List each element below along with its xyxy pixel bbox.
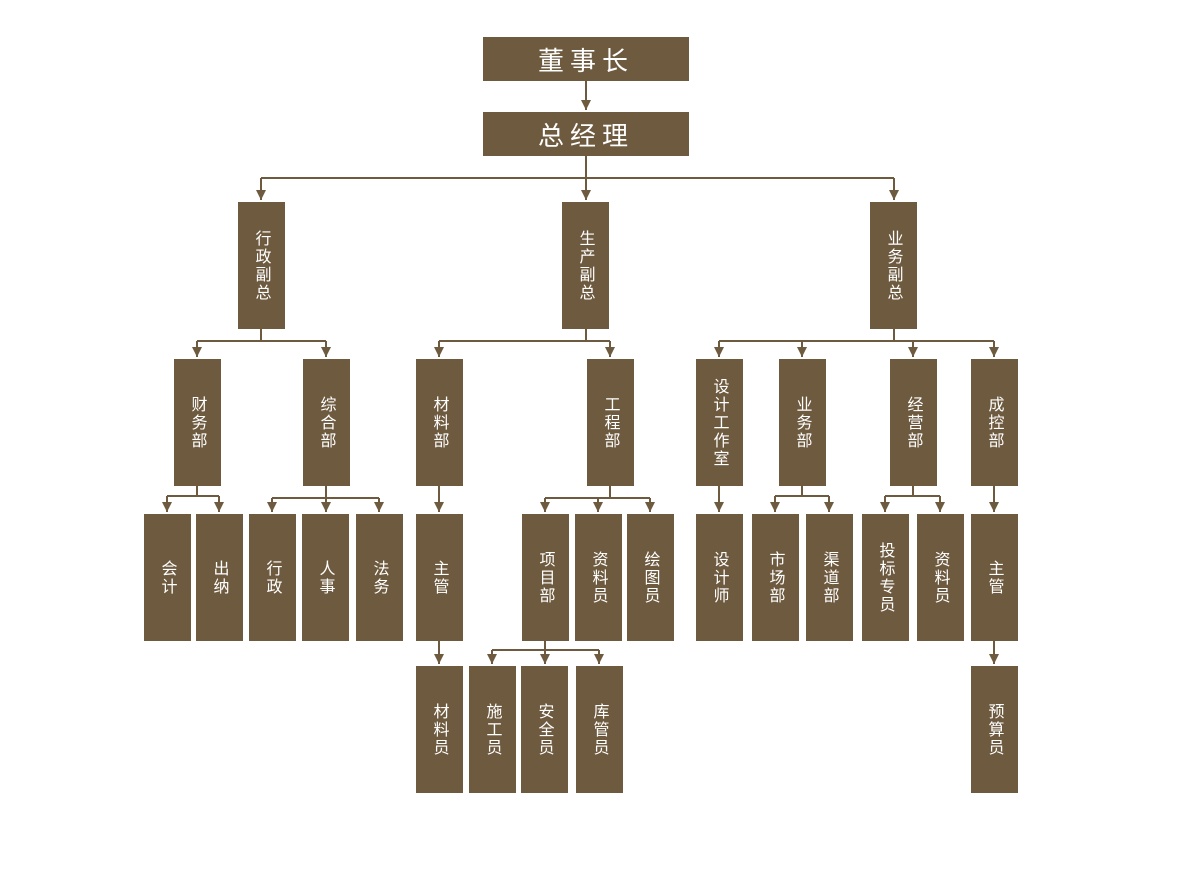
business-vp-box: 业务副总 (870, 202, 917, 329)
accountant-box: 会计 (144, 514, 191, 641)
engineering-dept-box: 工程部 (587, 359, 634, 486)
project-dept-box: 项目部 (522, 514, 569, 641)
materials-dept-box: 材料部 (416, 359, 463, 486)
legal-box: 法务 (356, 514, 403, 641)
general-manager-box: 总经理 (483, 112, 689, 156)
admin-vp-box: 行政副总 (238, 202, 285, 329)
documentation-box: 资料员 (575, 514, 622, 641)
general-dept-box: 综合部 (303, 359, 350, 486)
cost-control-dept-box: 成控部 (971, 359, 1018, 486)
materials-supervisor-box: 主管 (416, 514, 463, 641)
finance-dept-box: 财务部 (174, 359, 221, 486)
warehouse-keeper-box: 库管员 (576, 666, 623, 793)
market-dept-box: 市场部 (752, 514, 799, 641)
admin-box: 行政 (249, 514, 296, 641)
construction-staff-box: 施工员 (469, 666, 516, 793)
drafter-box: 绘图员 (627, 514, 674, 641)
operations-dept-box: 经营部 (890, 359, 937, 486)
ops-documentation-box: 资料员 (917, 514, 964, 641)
design-studio-box: 设计工作室 (696, 359, 743, 486)
channel-dept-box: 渠道部 (806, 514, 853, 641)
safety-officer-box: 安全员 (521, 666, 568, 793)
hr-box: 人事 (302, 514, 349, 641)
materials-clerk-box: 材料员 (416, 666, 463, 793)
designer-box: 设计师 (696, 514, 743, 641)
budget-officer-box: 预算员 (971, 666, 1018, 793)
cost-control-supervisor-box: 主管 (971, 514, 1018, 641)
cashier-box: 出纳 (196, 514, 243, 641)
production-vp-box: 生产副总 (562, 202, 609, 329)
business-dept-box: 业务部 (779, 359, 826, 486)
bid-specialist-box: 投标专员 (862, 514, 909, 641)
chairman-box: 董事长 (483, 37, 689, 81)
